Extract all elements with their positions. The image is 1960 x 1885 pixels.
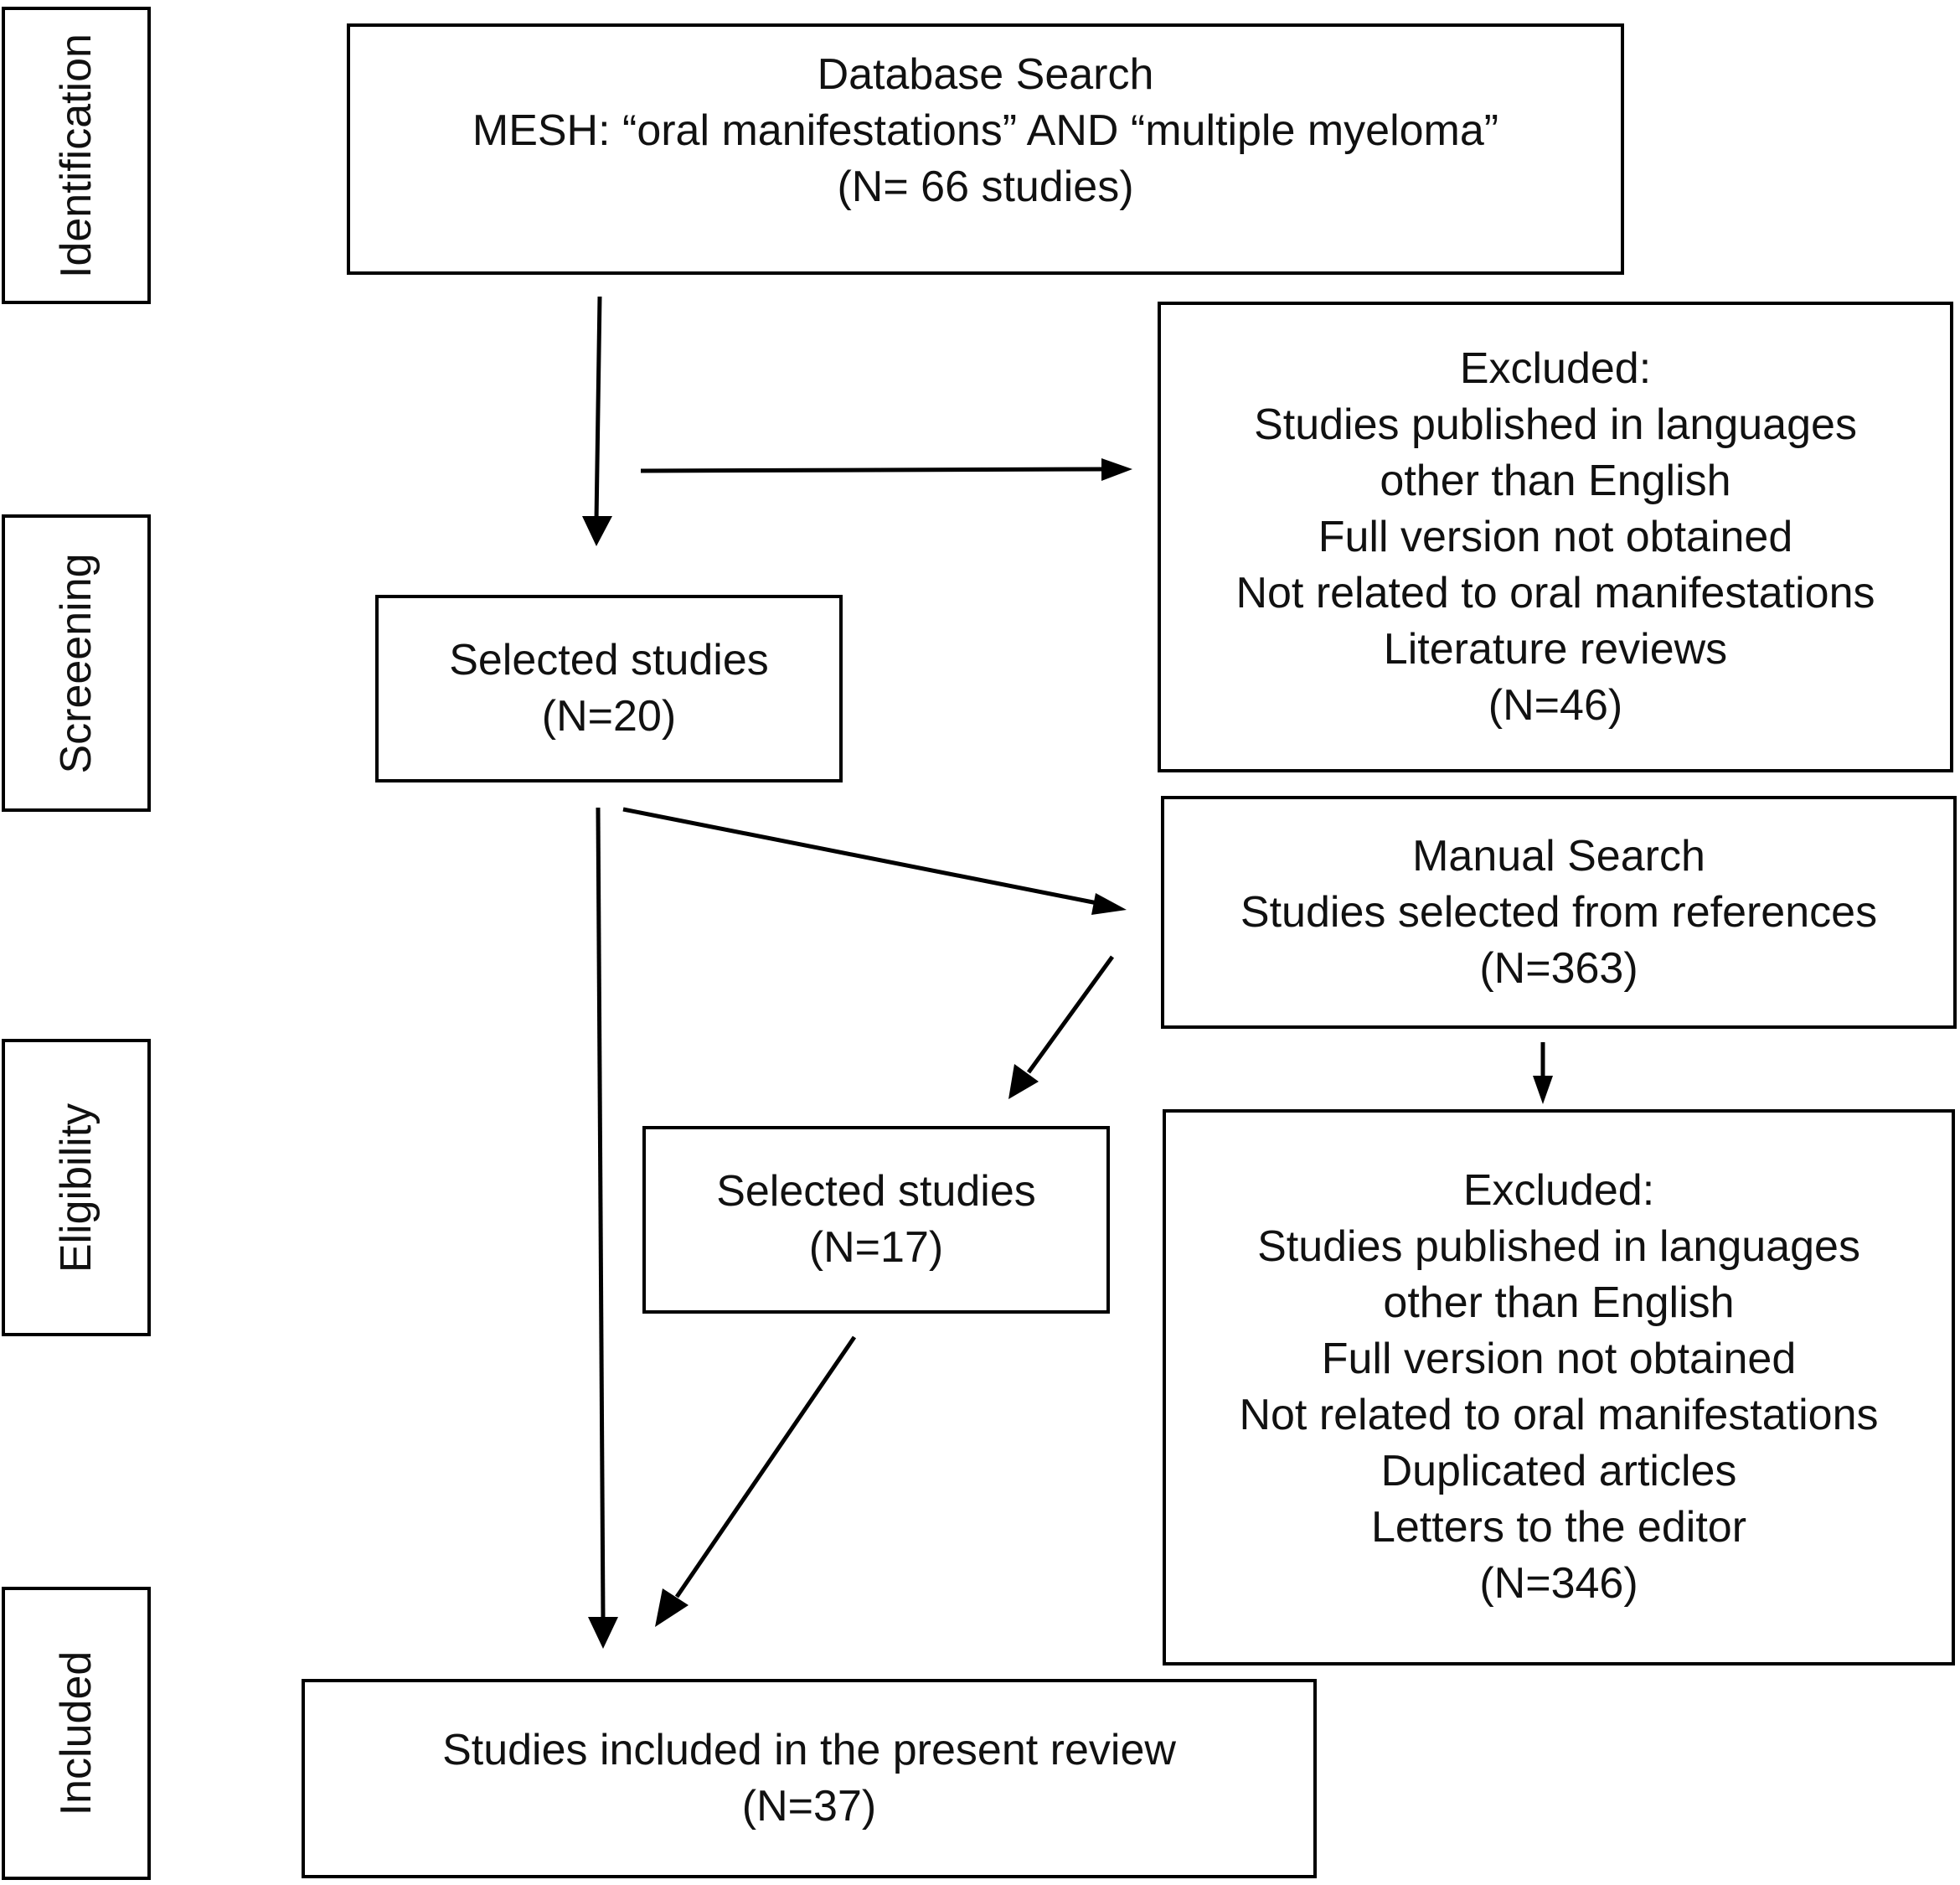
arrowhead — [1533, 1076, 1553, 1104]
stage-included: Included — [2, 1587, 151, 1880]
arrow-selected-second-to-included — [674, 1335, 857, 1598]
excluded-first-reason: Studies published in languages — [1254, 400, 1857, 449]
arrowhead — [588, 1617, 618, 1649]
excluded-second-reason: Letters to the editor — [1370, 1503, 1747, 1552]
excluded-first-box: Excluded: Studies published in languages… — [1158, 302, 1953, 772]
excluded-second-reason: Studies published in languages — [1257, 1222, 1860, 1271]
arrow-selected-to-manual — [622, 807, 1098, 906]
excluded-second-reason: Not related to oral manifestations — [1239, 1391, 1879, 1439]
arrow-search-to-selected — [594, 296, 602, 522]
selected-studies-first-box: Selected studies (N=20) — [375, 595, 843, 782]
selected-studies-second-box: Selected studies (N=17) — [642, 1126, 1110, 1314]
arrowhead — [582, 516, 612, 546]
manual-search-box: Manual Search Studies selected from refe… — [1161, 796, 1957, 1029]
excluded-first-reason: other than English — [1380, 456, 1731, 505]
excluded-second-count: (N=346) — [1479, 1559, 1638, 1608]
stage-eligibility: Eligibility — [2, 1039, 151, 1336]
manual-search-subtitle: Studies selected from references — [1240, 887, 1878, 937]
database-search-query: MESH: “oral manifestations” AND “multipl… — [472, 106, 1499, 155]
excluded-second-box: Excluded: Studies published in languages… — [1163, 1109, 1955, 1666]
selected-first-title: Selected studies — [449, 636, 769, 684]
included-count: (N=37) — [741, 1782, 877, 1831]
arrowhead — [655, 1588, 689, 1627]
excluded-second-reason: Full version not obtained — [1321, 1335, 1797, 1383]
included-title: Studies included in the present review — [442, 1726, 1176, 1774]
included-studies-box: Studies included in the present review (… — [302, 1679, 1317, 1878]
stage-identification: Identification — [2, 7, 151, 304]
excluded-first-title: Excluded: — [1459, 343, 1652, 393]
selected-second-title: Selected studies — [716, 1167, 1036, 1216]
database-search-count: (N= 66 studies) — [837, 163, 1134, 211]
manual-search-count: (N=363) — [1479, 943, 1638, 993]
arrowhead — [1008, 1064, 1039, 1099]
excluded-first-reason: Literature reviews — [1383, 624, 1728, 674]
excluded-first-count: (N=46) — [1488, 680, 1623, 730]
manual-search-title: Manual Search — [1412, 831, 1705, 881]
excluded-first-reason: Not related to oral manifestations — [1235, 568, 1875, 617]
database-search-title: Database Search — [817, 50, 1154, 99]
selected-second-count: (N=17) — [808, 1223, 944, 1272]
selected-first-count: (N=20) — [541, 692, 677, 741]
stage-screening: Screeening — [2, 514, 151, 812]
database-search-box: Database Search MESH: “oral manifestatio… — [347, 23, 1624, 275]
excluded-second-title: Excluded: — [1462, 1166, 1655, 1215]
excluded-second-reason: Duplicated articles — [1380, 1447, 1737, 1495]
excluded-first-reason: Full version not obtained — [1318, 512, 1793, 561]
arrow-to-excluded-first — [640, 467, 1105, 473]
arrowhead — [1101, 458, 1132, 481]
arrow-manual-to-selected-second — [1026, 955, 1115, 1074]
excluded-second-reason: other than English — [1383, 1278, 1735, 1327]
arrowhead — [1091, 893, 1127, 915]
arrow-selected-to-included — [596, 807, 606, 1619]
